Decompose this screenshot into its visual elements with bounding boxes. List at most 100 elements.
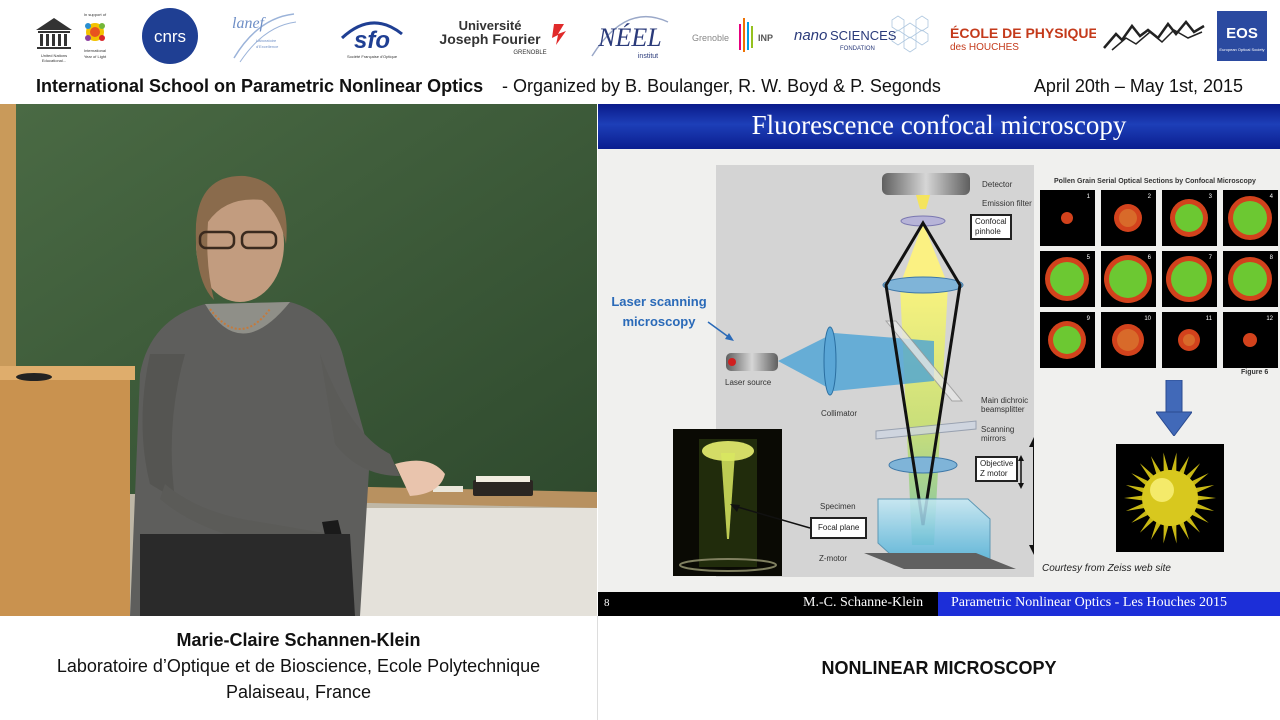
- pollen-section-number: 8: [1270, 255, 1274, 261]
- slide-page-number: 8: [604, 597, 610, 609]
- neel-sub: institut: [638, 53, 658, 60]
- slide-footer: 8 M.-C. Schanne-Klein Parametric Nonline…: [598, 592, 1280, 616]
- svg-text:United Nations: United Nations: [41, 53, 67, 58]
- presentation-slide: Fluorescence confocal microscopy: [598, 104, 1280, 616]
- organizers-text: - Organized by B. Boulanger, R. W. Boyd …: [502, 76, 941, 96]
- neel-text: NÉEL: [597, 23, 662, 52]
- speaker-location: Palaiseau, France: [225, 682, 372, 702]
- svg-text:Year of Light: Year of Light: [84, 54, 107, 59]
- eos-logo: EOS European Optical Society: [1217, 8, 1267, 64]
- focal-plane-arrow-icon: [730, 504, 811, 529]
- callout-arrow-icon: [707, 321, 734, 341]
- objective-label: Objective Z motor: [975, 456, 1019, 482]
- speaker-affiliation: Laboratoire d’Optique et de Bioscience, …: [56, 656, 541, 676]
- pollen-section-tile: 6: [1101, 251, 1156, 307]
- objective-line2: Z motor: [980, 469, 1008, 478]
- pollen-section-tile: 11: [1162, 312, 1217, 368]
- houches-line1: ÉCOLE DE PHYSIQUE: [950, 25, 1096, 41]
- sponsor-logo-strip: United Nations Educational... In support…: [0, 0, 1280, 70]
- courtesy-note: Courtesy from Zeiss web site: [1042, 563, 1171, 574]
- speaker-name: Marie-Claire Schannen-Klein: [176, 630, 421, 650]
- pollen-section-number: 4: [1270, 194, 1274, 200]
- ujf-line2: Joseph Fourier: [439, 31, 541, 47]
- lanef-logo: lanef Laboratoire d'Excellence: [228, 8, 298, 64]
- z-motor-label: Z-motor: [819, 554, 847, 563]
- neel-logo: NÉEL institut: [586, 8, 674, 64]
- slide-author: M.-C. Schanne-Klein: [803, 595, 924, 610]
- pollen-section-tile: 9: [1040, 312, 1095, 368]
- pollen-section-tile: 10: [1101, 312, 1156, 368]
- grenoble-inp-logo: Grenoble INP: [690, 8, 778, 64]
- pollen-section-number: 7: [1209, 255, 1213, 261]
- caption-divider: [597, 616, 598, 720]
- dichroic-line1: Main dichroic: [981, 396, 1029, 405]
- school-dates: April 20th – May 1st, 2015: [1033, 76, 1243, 96]
- slide-conference: Parametric Nonlinear Optics - Les Houche…: [951, 595, 1228, 610]
- lecture-video[interactable]: [0, 104, 597, 616]
- ginp-accent: INP: [758, 33, 773, 43]
- scanning-line1: Scanning: [981, 425, 1015, 434]
- svg-text:Educational...: Educational...: [42, 58, 66, 63]
- callout-line2: microscopy: [622, 314, 696, 329]
- school-headline: International School on Parametric Nonli…: [0, 72, 1280, 102]
- pollen-section-tile: 1: [1040, 190, 1095, 246]
- nanosciences-logo: nano SCIENCES FONDATION: [792, 8, 940, 64]
- scanning-mirrors-label: Scanning mirrors: [981, 425, 1014, 443]
- specimen-label: Specimen: [820, 502, 856, 511]
- pollen-section-number: 11: [1206, 316, 1213, 322]
- pollen-section-tile: 3: [1162, 190, 1217, 246]
- lecture-topic: NONLINEAR MICROSCOPY: [821, 658, 1057, 678]
- ujf-line3: GRENOBLE: [513, 50, 546, 56]
- laser-source-label: Laser source: [725, 378, 772, 387]
- svg-text:Société Française d'Optique: Société Française d'Optique: [347, 54, 398, 59]
- pollen-section-number: 2: [1148, 194, 1152, 200]
- pollen-section-number: 9: [1087, 316, 1091, 322]
- svg-text:International: International: [84, 48, 106, 53]
- nano-text: SCIENCES: [830, 28, 897, 43]
- nano-sub: FONDATION: [840, 46, 875, 52]
- objective-line1: Objective: [980, 459, 1014, 468]
- scanning-line2: mirrors: [981, 434, 1006, 443]
- collimator-label: Collimator: [821, 409, 858, 418]
- laser-scanning-callout: Laser scanning microscopy: [606, 292, 712, 332]
- houches-logo: ÉCOLE DE PHYSIQUE des HOUCHES: [948, 8, 1096, 64]
- slide-conference-bar: Parametric Nonlinear Optics - Les Houche…: [938, 592, 1280, 616]
- svg-text:Laboratoire: Laboratoire: [256, 38, 277, 43]
- sfo-text: sfo: [354, 27, 390, 54]
- detector-label: Detector: [982, 180, 1013, 189]
- figure-label: Figure 6: [1241, 369, 1269, 376]
- pollen-section-tile: 7: [1162, 251, 1217, 307]
- down-arrow-icon: [1156, 380, 1192, 436]
- callout-line1: Laser scanning: [611, 294, 707, 309]
- dichroic-label: Main dichroic beamsplitter: [981, 396, 1028, 414]
- eos-text: EOS: [1226, 25, 1258, 42]
- mountain-logo: [1102, 8, 1206, 64]
- unesco-logo: United Nations Educational...: [30, 8, 78, 64]
- confocal-pinhole-label: Confocal pinhole: [970, 214, 1012, 240]
- speaker-caption: Marie-Claire Schannen-Klein Laboratoire …: [0, 630, 597, 708]
- houches-line2: des HOUCHES: [950, 42, 1019, 53]
- ujf-logo: Université Joseph Fourier GRENOBLE: [432, 8, 572, 64]
- pollen-section-number: 10: [1144, 316, 1151, 322]
- pollen-section-tile: 12: [1223, 312, 1278, 368]
- pollen-section-number: 1: [1087, 194, 1091, 200]
- focal-plane-label: Focal plane: [810, 517, 868, 539]
- svg-text:d'Excellence: d'Excellence: [256, 44, 279, 49]
- pollen-grid-title: Pollen Grain Serial Optical Sections by …: [1054, 178, 1256, 185]
- ujf-line1: Université: [459, 18, 522, 33]
- ginp-text: Grenoble: [692, 33, 729, 43]
- cnrs-text: cnrs: [154, 27, 186, 46]
- cuvette-photo: [673, 429, 782, 576]
- eos-sub: European Optical Society: [1219, 47, 1264, 52]
- pollen-section-number: 5: [1087, 255, 1091, 261]
- school-title: International School on Parametric Nonli…: [36, 76, 484, 96]
- pollen-section-number: 3: [1209, 194, 1213, 200]
- pollen-section-tile: 5: [1040, 251, 1095, 307]
- svg-text:In support of: In support of: [84, 12, 107, 17]
- emission-filter-label: Emission filter: [982, 199, 1032, 208]
- lecturer: [130, 175, 445, 616]
- dichroic-line2: beamsplitter: [981, 405, 1025, 414]
- pollen-section-tile: 8: [1223, 251, 1278, 307]
